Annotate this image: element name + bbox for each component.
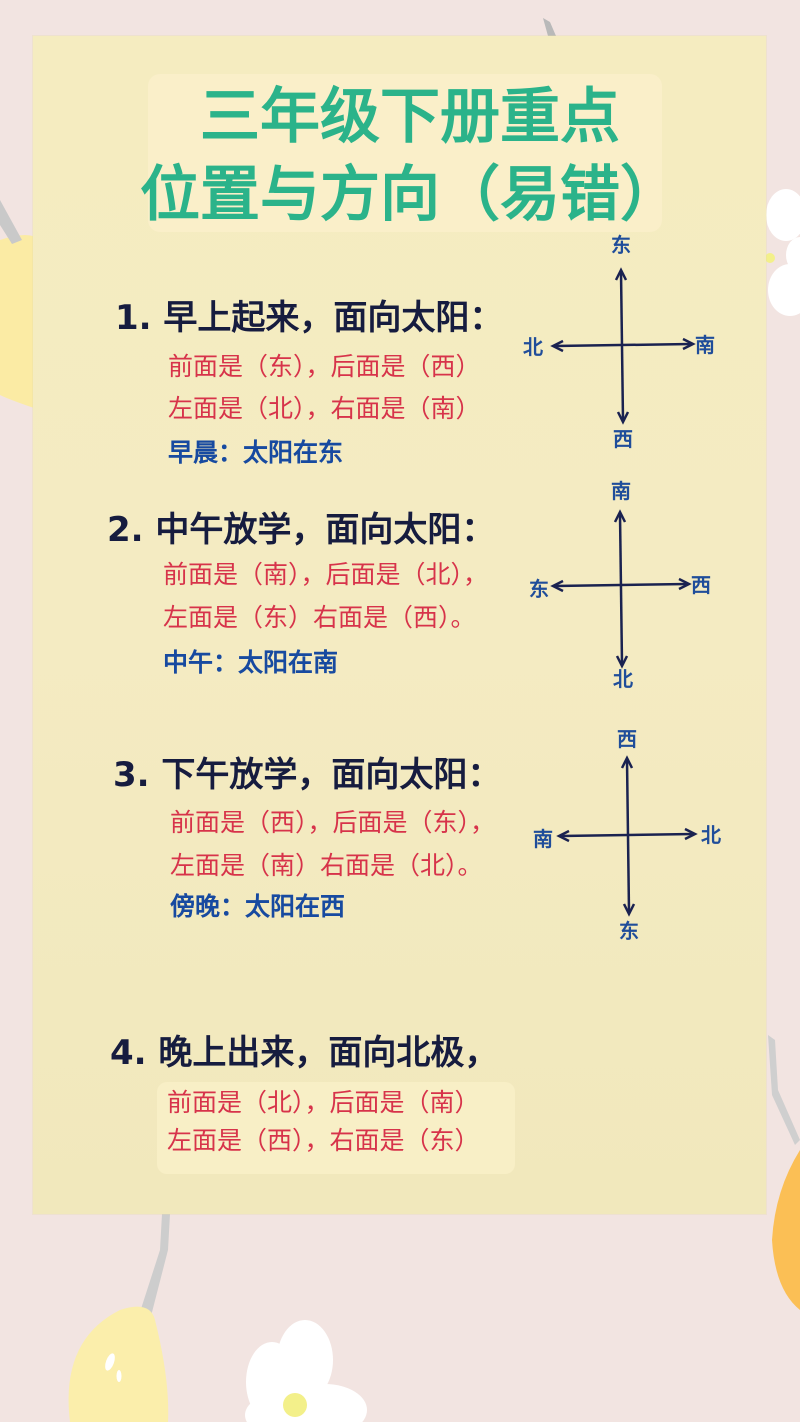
compass-1-right: 南	[695, 333, 715, 357]
compass-3-bottom: 东	[619, 919, 639, 943]
compass-2-bottom: 北	[613, 667, 633, 691]
compass-1-top: 东	[611, 233, 631, 257]
title-panel	[148, 74, 662, 232]
title-line-1: 三年级下册重点	[200, 82, 620, 152]
section-2-line-2: 左面是（东）右面是（西）。	[163, 603, 476, 632]
title-line-2: 位置与方向（易错）	[140, 160, 680, 230]
compass-3-top: 西	[617, 727, 637, 751]
section-1-heading: 1. 早上起来，面向太阳：	[115, 298, 504, 338]
compass-3-left: 南	[533, 827, 553, 851]
compass-2-right: 西	[691, 573, 711, 597]
compass-3: 西 东 南 北	[515, 720, 735, 943]
fruit-icon	[772, 1150, 800, 1310]
compass-1: 东 西 北 南	[515, 232, 735, 452]
compass-1-bottom: 西	[613, 427, 633, 451]
compass-arrows-icon	[550, 509, 692, 669]
compass-arrows-icon	[556, 755, 698, 917]
section-3-note: 傍晚：太阳在西	[170, 892, 346, 921]
section-4-line-1: 前面是（北），后面是（南）	[167, 1088, 480, 1117]
flower-icon	[765, 189, 800, 316]
compass-3-right: 北	[701, 823, 721, 847]
section-2-heading: 2. 中午放学，面向太阳：	[107, 510, 496, 550]
compass-2: 南 北 东 西	[515, 474, 735, 694]
fruit-icon	[68, 1306, 169, 1422]
compass-1-left: 北	[523, 335, 543, 359]
flower-icon	[245, 1320, 367, 1422]
section-1-line-2: 左面是（北），右面是（南）	[168, 394, 481, 423]
content-card	[33, 36, 766, 1214]
section-1-note: 早晨：太阳在东	[168, 438, 344, 467]
section-1-line-1: 前面是（东），后面是（西）	[168, 352, 481, 381]
section-4-highlight	[157, 1082, 515, 1174]
section-3-line-2: 左面是（南）右面是（北）。	[170, 851, 483, 880]
compass-arrows-icon	[550, 267, 696, 425]
compass-2-left: 东	[529, 577, 549, 601]
stem-icon	[543, 18, 556, 36]
section-4-line-2: 左面是（西），右面是（东）	[167, 1126, 480, 1155]
section-3-line-1: 前面是（西），后面是（东），	[170, 808, 496, 837]
fruit-icon	[0, 235, 40, 410]
section-4-heading: 4. 晚上出来，面向北极，	[110, 1033, 499, 1073]
section-2-note: 中午：太阳在南	[163, 648, 339, 677]
section-2-line-1: 前面是（南），后面是（北），	[163, 560, 489, 589]
section-3-heading: 3. 下午放学，面向太阳：	[113, 755, 502, 795]
compass-2-top: 南	[611, 479, 631, 503]
